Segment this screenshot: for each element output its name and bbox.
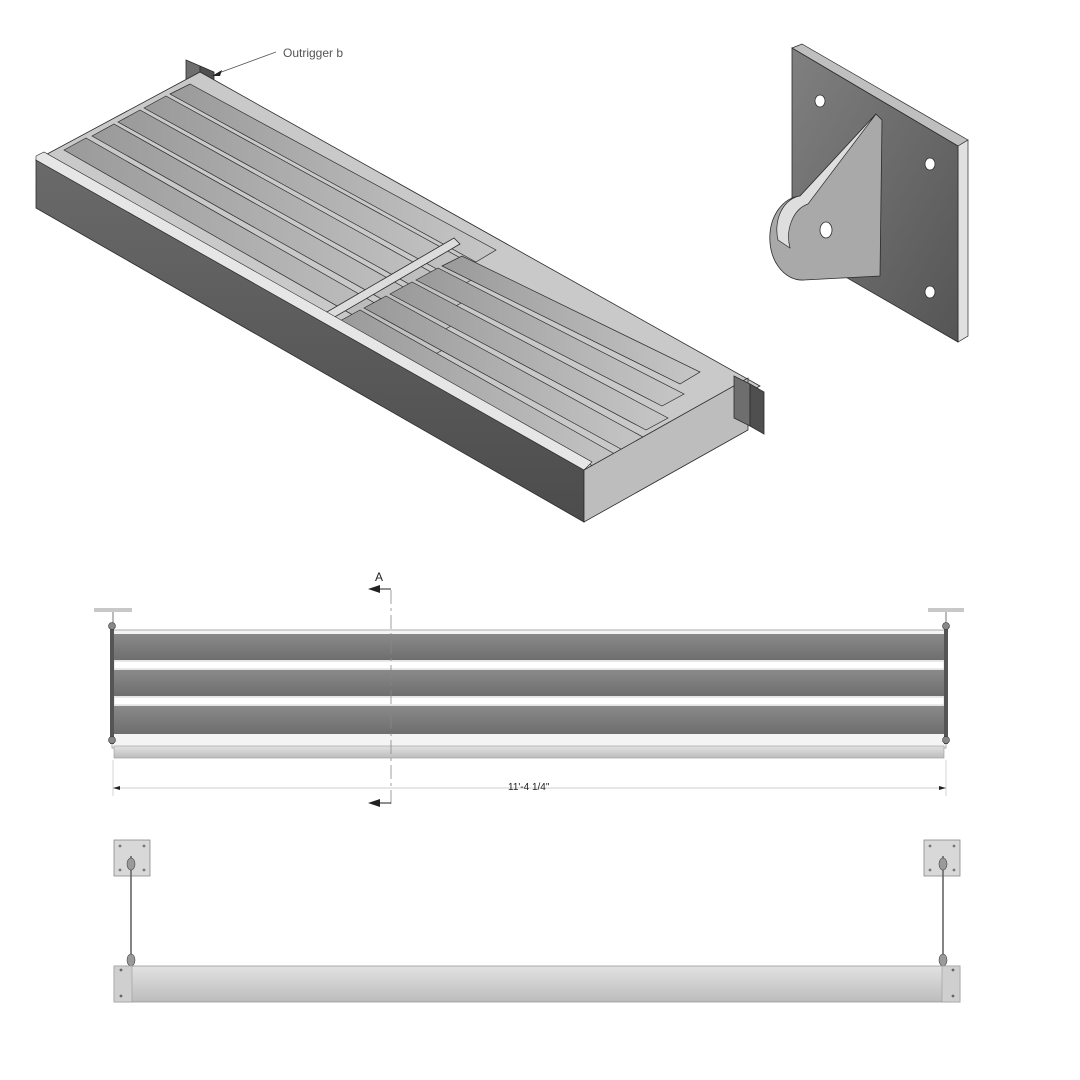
plan-view — [94, 585, 964, 807]
elevation-view — [113, 839, 961, 1003]
hanger-cap-right — [928, 608, 964, 612]
section-arrow — [368, 585, 380, 593]
overall-length-dimension: 11'-4 1/4" — [508, 782, 550, 793]
tray-slats — [63, 83, 701, 479]
bolt-hole — [924, 285, 936, 299]
plan-front-lip — [113, 745, 945, 759]
outrigger-bracket-detail — [769, 43, 969, 343]
shelf-front-bar — [113, 965, 961, 1003]
isometric-shelf-view — [35, 51, 765, 523]
section-marker-label: A — [375, 570, 384, 584]
plan-bar — [114, 634, 944, 660]
plan-bar — [114, 706, 944, 734]
outrigger-callout-label: Outrigger b — [283, 46, 344, 60]
lug-pin-hole — [819, 221, 833, 239]
front-outrigger-plate — [733, 375, 751, 427]
bolt-hole — [814, 94, 826, 108]
bolt-hole — [924, 157, 936, 171]
callout-leader — [215, 51, 277, 75]
bracket-lug — [769, 113, 883, 281]
hanger-cap-left — [94, 608, 132, 612]
plan-bar — [114, 670, 944, 696]
tray-end-face — [583, 377, 749, 523]
